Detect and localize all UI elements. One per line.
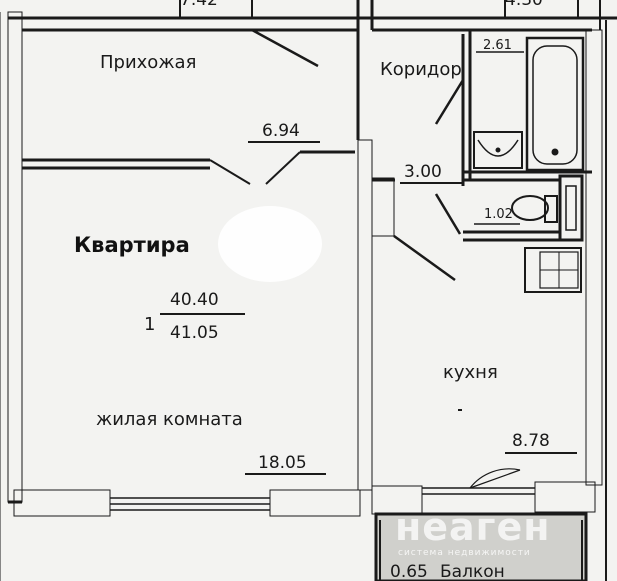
balcony: 0.65 Балкон: [374, 512, 588, 581]
total-area: 41.05: [170, 323, 219, 343]
balcony-area: 0.65: [390, 562, 428, 581]
top-left-clipped-area: 7.42: [180, 0, 218, 10]
living-room-area: 18.05: [258, 453, 307, 473]
right-outer-wall: [585, 29, 603, 486]
living-room-name: жилая комната: [96, 409, 243, 430]
living-area-total: 40.40: [170, 290, 219, 310]
bathroom-area: 2.61: [483, 38, 512, 53]
door-swings: [251, 28, 465, 282]
balcony-name: Балкон: [440, 562, 505, 581]
column: [371, 177, 395, 237]
toilet-area: 1.02: [484, 207, 513, 222]
kitchen-stove: [524, 247, 582, 293]
apartment-title: Квартира: [74, 233, 190, 257]
hallway-area: 6.94: [262, 121, 300, 141]
bathroom-sink: [473, 131, 523, 169]
bottom-wall-mid: [269, 489, 361, 517]
blur-patch: [218, 206, 322, 282]
watermark-tagline: система недвижимости: [398, 548, 531, 558]
rooms-count: 1: [144, 314, 155, 335]
watermark-brand: неаген: [395, 505, 551, 549]
toilet: [511, 195, 558, 223]
hallway-name: Прихожая: [100, 52, 196, 73]
bottom-wall-corner: [534, 481, 596, 513]
kitchen-area: 8.78: [512, 431, 550, 451]
corridor-area: 3.00: [404, 162, 442, 182]
bathtub: [525, 36, 585, 172]
top-right-clipped-area: 4.30: [505, 0, 543, 10]
bottom-wall-left: [13, 489, 111, 517]
corridor-name: Коридор: [380, 59, 462, 80]
kitchen-name: кухня: [443, 362, 498, 383]
central-wall: [357, 139, 373, 491]
